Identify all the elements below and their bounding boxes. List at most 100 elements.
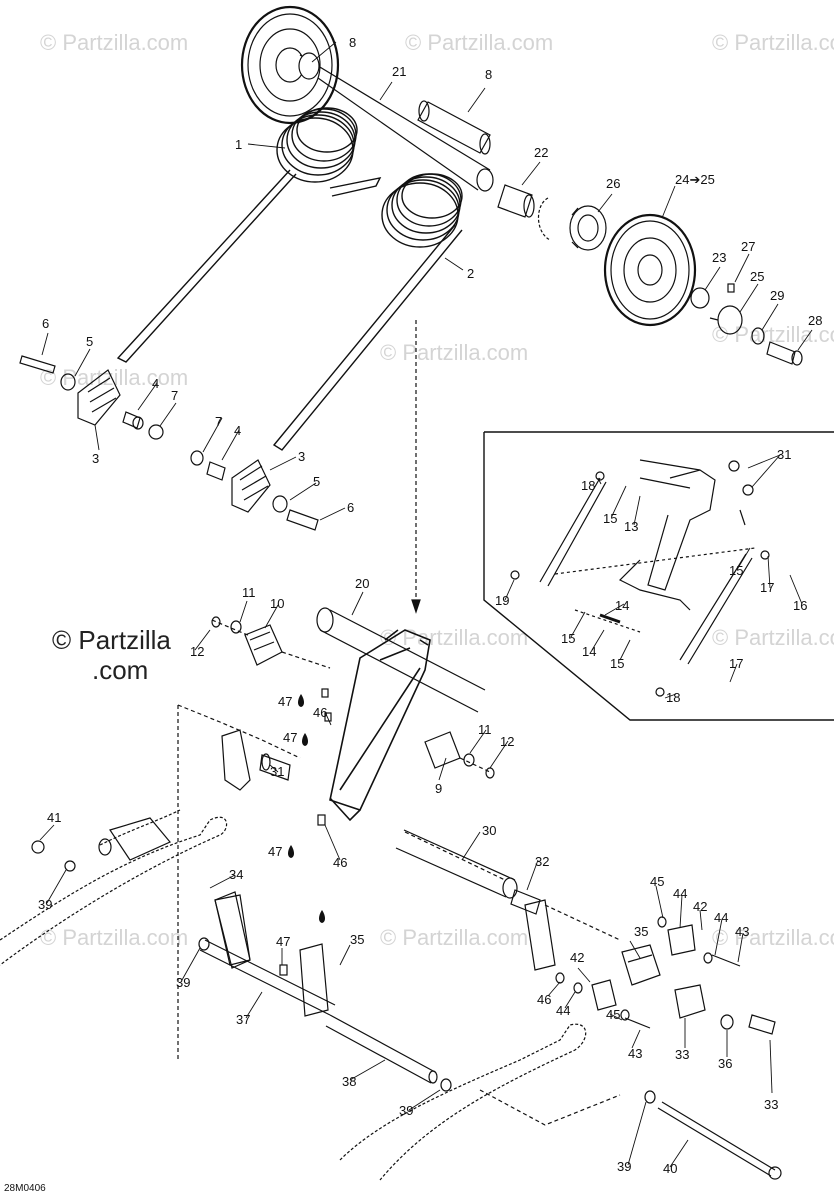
leader-lines <box>39 41 813 1168</box>
axle-shaft <box>298 52 494 192</box>
callout: 6 <box>42 316 49 331</box>
callout: 39 <box>617 1159 631 1174</box>
callout: 15 <box>610 656 624 671</box>
lower-bracket-33 <box>214 891 329 1017</box>
washers-44-45 <box>555 916 713 1021</box>
callout: 33 <box>764 1097 778 1112</box>
washer-5-left <box>60 373 76 391</box>
nut-7-right <box>190 450 204 466</box>
long-bolt-40 <box>657 1101 782 1180</box>
callout: 14 <box>615 598 629 613</box>
callout-labels: 8 8 21 1 2 22 26 24➔25 27 23 25 29 28 6 … <box>38 35 822 1176</box>
callout: 18 <box>666 690 680 705</box>
callout: 47 <box>268 844 282 859</box>
slide-rail-right <box>339 1023 587 1181</box>
torsion-spring-right <box>272 173 463 451</box>
callout: 42 <box>570 950 584 965</box>
cam-9 <box>424 731 461 769</box>
idler-wheel-right <box>603 213 697 327</box>
idler-wheel-left <box>240 5 340 125</box>
callout: 22 <box>534 145 548 160</box>
callout: 40 <box>663 1161 677 1176</box>
callout: 27 <box>741 239 755 254</box>
callout: 7 <box>171 388 178 403</box>
torsion-spring-left <box>116 107 382 363</box>
callout: 44 <box>714 910 728 925</box>
bushing-31-left <box>259 753 291 781</box>
callout: 43 <box>735 924 749 939</box>
shaft-37 <box>199 939 336 1016</box>
callout: 45 <box>650 874 664 889</box>
callout: 2 <box>467 266 474 281</box>
callout: 10 <box>270 596 284 611</box>
callout: 4 <box>234 423 241 438</box>
callout: 11 <box>242 585 256 600</box>
callout: 12 <box>190 644 204 659</box>
callout: 37 <box>236 1012 250 1027</box>
cam-10 <box>244 624 283 666</box>
callout: 45 <box>606 1007 620 1022</box>
ring-22 <box>690 287 710 309</box>
callout: 46 <box>333 855 347 870</box>
callout: 44 <box>673 886 687 901</box>
callout: 47 <box>276 934 290 949</box>
spring-block-left <box>77 369 121 426</box>
mounting-bracket-right <box>524 899 556 971</box>
nut-7-left <box>148 424 164 440</box>
callout: 7 <box>215 414 222 429</box>
spring-block-right <box>231 459 271 513</box>
callout: 23 <box>712 250 726 265</box>
slide-rail-left <box>0 809 228 966</box>
callout: 3 <box>92 451 99 466</box>
callout: 18 <box>581 478 595 493</box>
callout: 3 <box>298 449 305 464</box>
callout: 31 <box>270 764 284 779</box>
drawing-code: 28M0406 <box>4 1183 46 1194</box>
callout: 46 <box>313 705 327 720</box>
washer-36 <box>720 1014 734 1030</box>
bolt-6-right <box>286 509 319 531</box>
pivot-shaft-19 <box>316 607 486 713</box>
callout: 25 <box>750 269 764 284</box>
inset-box <box>483 431 834 721</box>
adapter-34 <box>621 944 661 986</box>
washer-39-left <box>64 860 76 872</box>
callout: 39 <box>399 1103 413 1118</box>
clamp-block-left <box>98 817 171 861</box>
washer-39-d <box>644 1090 656 1104</box>
bearing-25 <box>569 205 607 251</box>
callout: 5 <box>313 474 320 489</box>
callout: 32 <box>535 854 549 869</box>
callout: 29 <box>770 288 784 303</box>
callout: 30 <box>482 823 496 838</box>
callout: 35 <box>634 924 648 939</box>
washer-39-b <box>198 937 210 951</box>
washers-11-12 <box>211 616 495 779</box>
slider-42-upper <box>667 924 696 956</box>
callout: 13 <box>624 519 638 534</box>
bolt-35 <box>748 1014 776 1035</box>
washer-5-right <box>272 495 288 513</box>
spacer-tube <box>417 100 491 155</box>
circlip <box>537 197 551 241</box>
callout: 15 <box>561 631 575 646</box>
callout: 43 <box>628 1046 642 1061</box>
callout: 35 <box>350 932 364 947</box>
partzilla-logo: © Partzilla .com <box>52 625 171 685</box>
callout: 11 <box>478 722 492 737</box>
callout: 31 <box>777 447 791 462</box>
tube-30 <box>395 829 518 899</box>
callout: 15 <box>729 563 743 578</box>
grease-fitting-46 <box>279 688 332 976</box>
callout: 44 <box>556 1003 570 1018</box>
callout: 24➔25 <box>675 172 715 187</box>
callout: 17 <box>729 656 743 671</box>
slider-42-lower <box>591 979 617 1011</box>
callout: 47 <box>278 694 292 709</box>
callout: 6 <box>347 500 354 515</box>
callout: 47 <box>283 730 297 745</box>
bushing-4-right <box>206 461 226 481</box>
callout: 4 <box>152 376 159 391</box>
